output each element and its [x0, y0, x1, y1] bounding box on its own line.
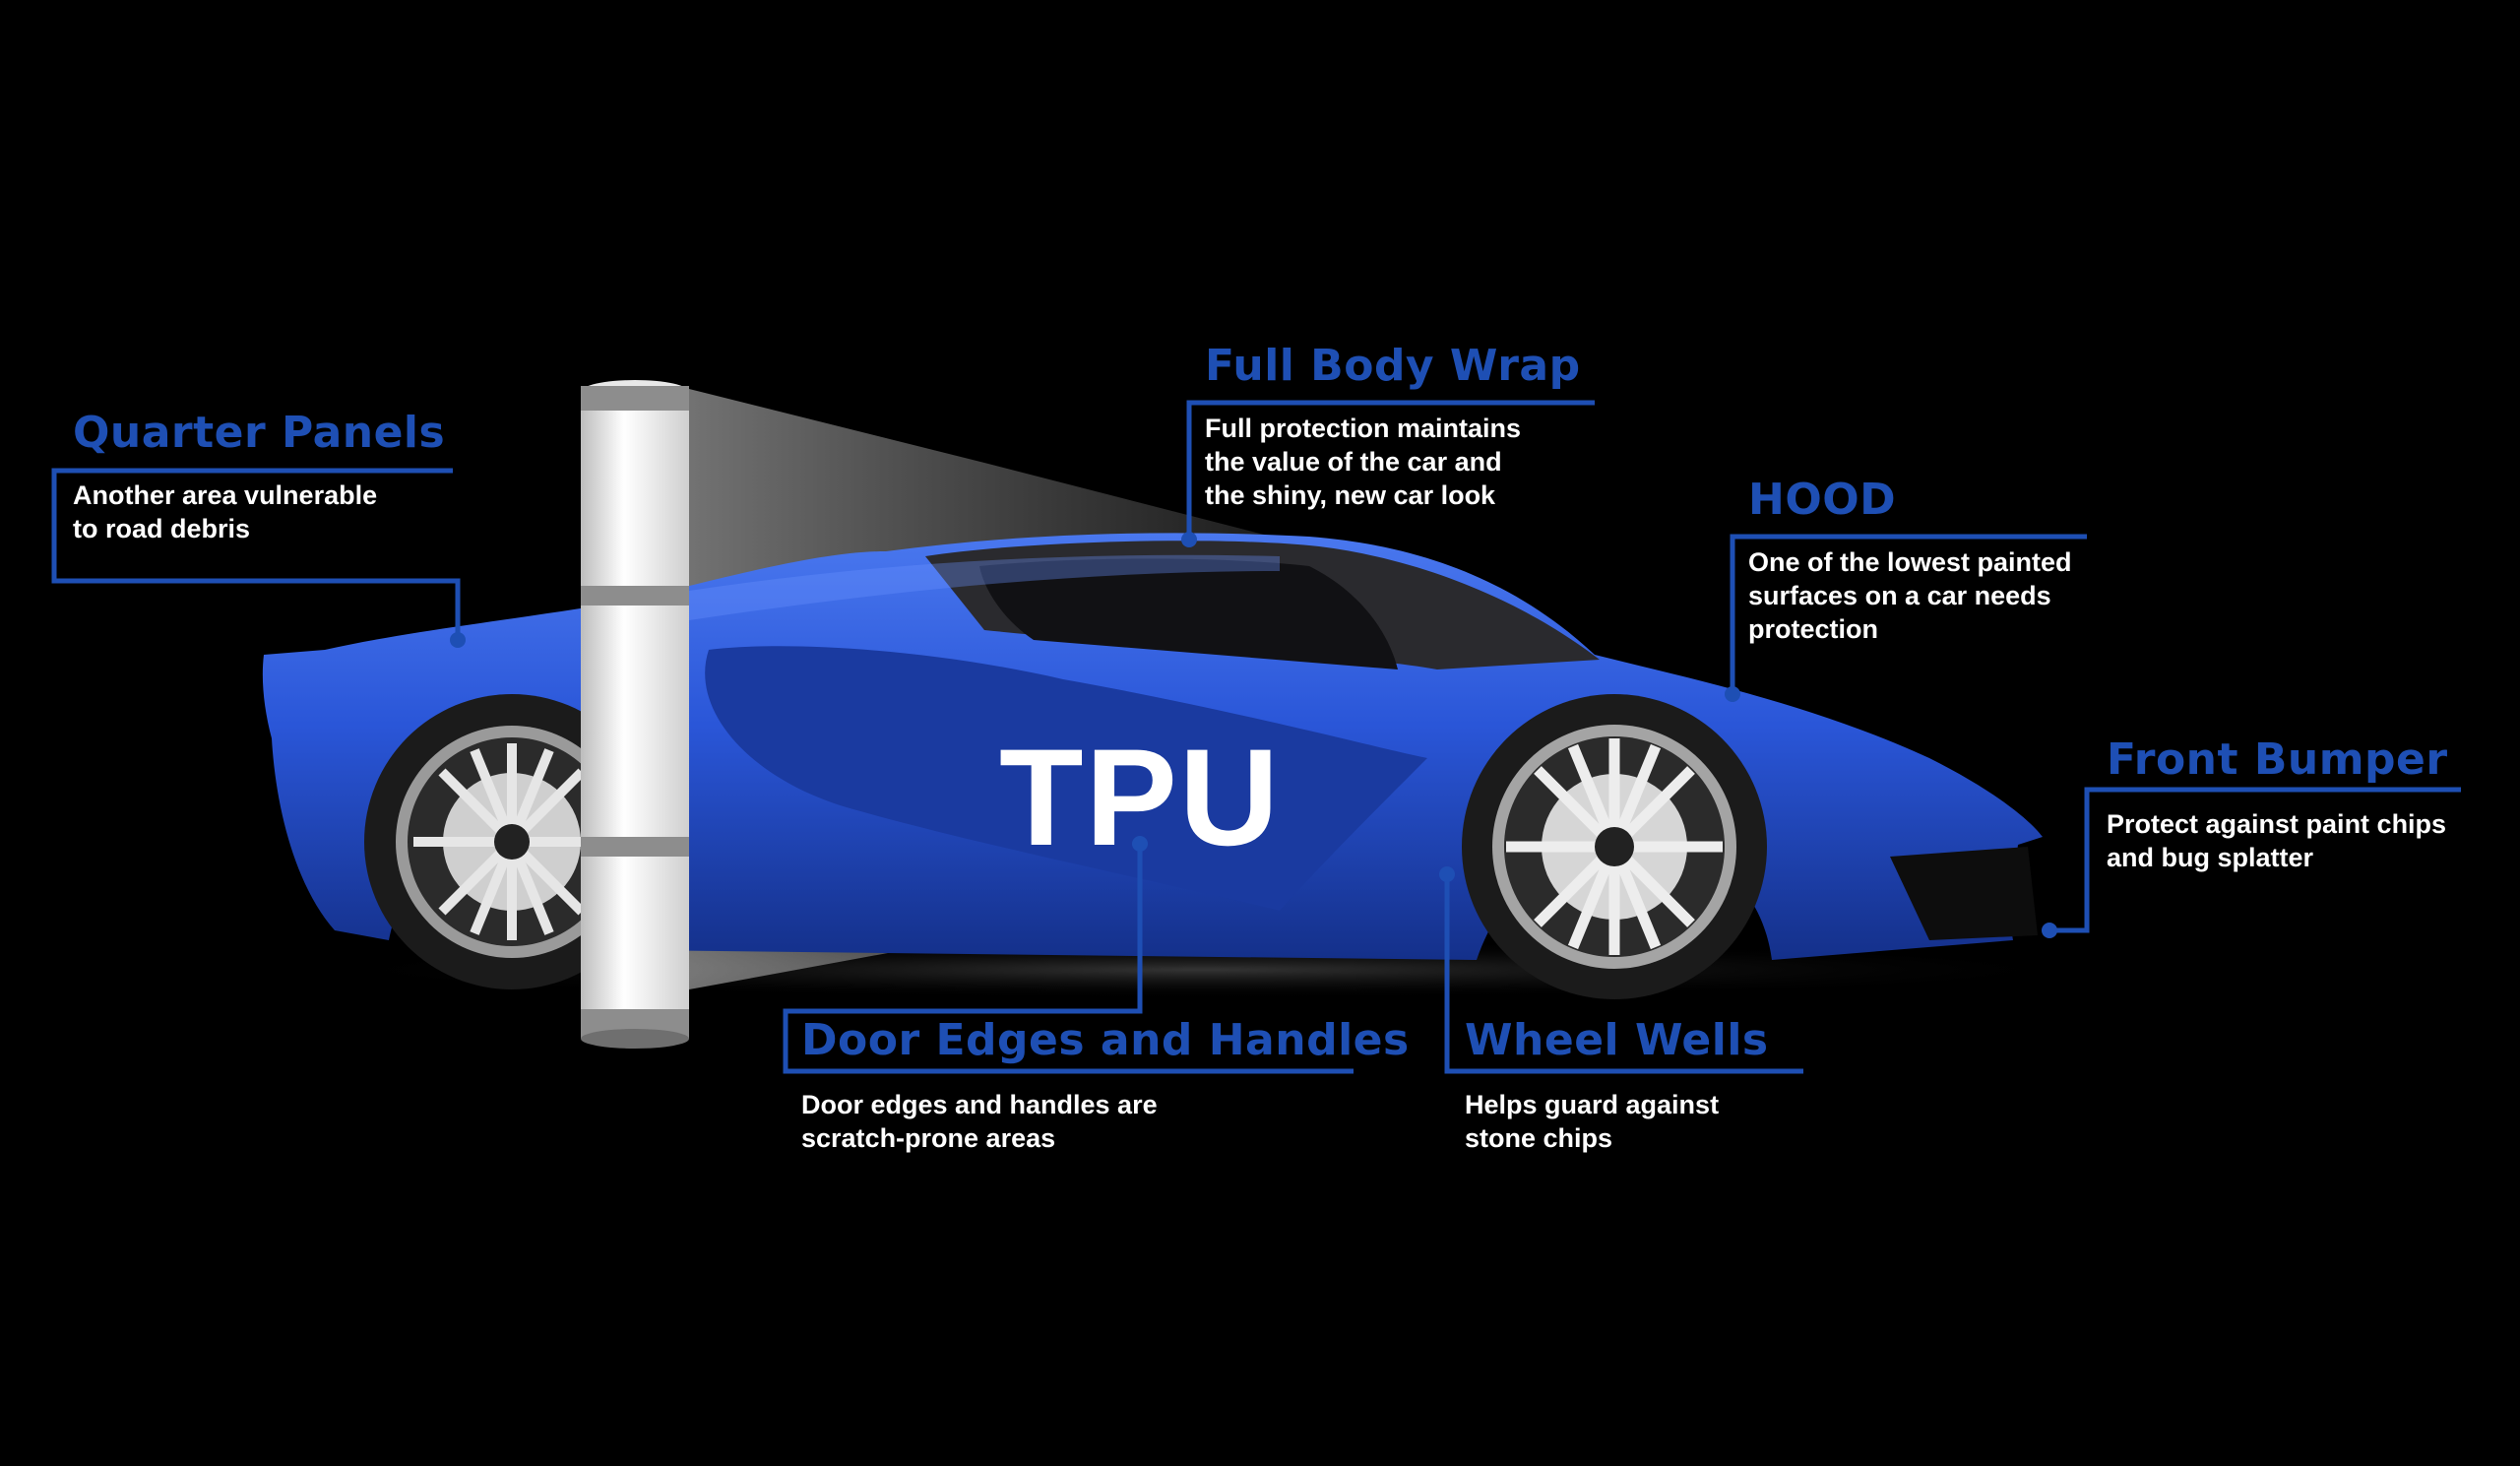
desc-line: Protect against paint chips	[2107, 809, 2447, 839]
desc-line: Door edges and handles are	[801, 1090, 1158, 1119]
leader-dots	[450, 532, 2057, 938]
callout-full-body-wrap: Full Body Wrap Full protection maintains…	[1205, 345, 1581, 512]
callout-title: Quarter Panels	[73, 408, 446, 458]
callout-title: Door Edges and Handles	[801, 1015, 1410, 1065]
desc-line: and bug splatter	[2107, 843, 2314, 872]
desc-line: Another area vulnerable	[73, 480, 378, 510]
leader-lines	[51, 400, 2461, 1074]
callout-door-edges: Door Edges and Handles Door edges and ha…	[801, 1019, 1410, 1155]
desc-line: to road debris	[73, 514, 251, 543]
desc-line: Full protection maintains	[1205, 414, 1522, 443]
callout-title: Front Bumper	[2107, 734, 2448, 785]
callout-desc: Protect against paint chips and bug spla…	[2107, 807, 2448, 874]
car-highlight	[689, 554, 1280, 620]
desc-line: Helps guard against	[1465, 1090, 1720, 1119]
car-side-intake	[705, 646, 1427, 911]
callout-hood: HOOD One of the lowest painted surfaces …	[1748, 478, 2072, 646]
callout-title: Wheel Wells	[1465, 1015, 1769, 1065]
desc-line: the value of the car and	[1205, 447, 1502, 477]
callout-desc: Another area vulnerable to road debris	[73, 478, 445, 545]
desc-line: stone chips	[1465, 1123, 1613, 1153]
callout-title: Full Body Wrap	[1205, 341, 1581, 391]
desc-line: the shiny, new car look	[1205, 480, 1496, 510]
car-window	[979, 558, 1398, 669]
desc-line: scratch-prone areas	[801, 1123, 1056, 1153]
callout-desc: Helps guard against stone chips	[1465, 1088, 1769, 1155]
center-label: TPU	[999, 720, 1281, 874]
front-wheel	[1462, 694, 1767, 999]
film-roll	[581, 380, 689, 1049]
callout-desc: Door edges and handles are scratch-prone…	[801, 1088, 1410, 1155]
callout-quarter-panels: Quarter Panels Another area vulnerable t…	[73, 412, 445, 545]
callout-front-bumper: Front Bumper Protect against paint chips…	[2107, 738, 2448, 874]
desc-line: protection	[1748, 614, 1878, 644]
desc-line: surfaces on a car needs	[1748, 581, 2051, 610]
desc-line: One of the lowest painted	[1748, 547, 2072, 577]
callout-title: HOOD	[1748, 475, 1897, 525]
callout-desc: One of the lowest painted surfaces on a …	[1748, 545, 2072, 646]
callout-desc: Full protection maintains the value of t…	[1205, 412, 1581, 512]
callout-wheel-wells: Wheel Wells Helps guard against stone ch…	[1465, 1019, 1769, 1155]
front-splitter	[1890, 847, 2038, 940]
